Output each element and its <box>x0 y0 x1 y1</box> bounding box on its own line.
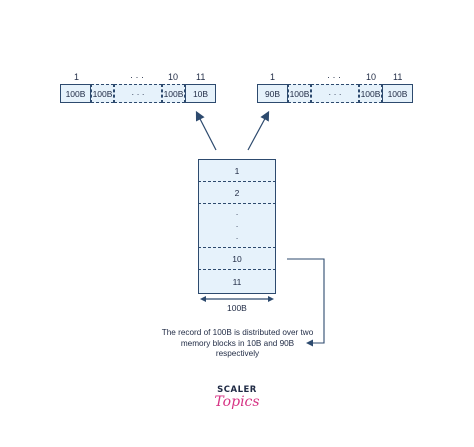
left-index-11: 11 <box>196 72 206 82</box>
right-index-11: 11 <box>393 72 403 82</box>
logo-text-scaler: SCALER <box>217 385 257 395</box>
right-index-1: 1 <box>270 72 276 82</box>
stack-row-10: 10 <box>198 248 276 270</box>
arrow-to-left-block <box>195 110 217 151</box>
left-index-1: 1 <box>74 72 80 82</box>
callout-line <box>287 258 325 344</box>
left-cell-10: 100B <box>162 84 185 103</box>
vertical-dot-2: · <box>235 220 239 231</box>
stack-row-11: 11 <box>198 270 276 294</box>
stack-row-1: 1 <box>198 159 276 182</box>
right-index-10: 10 <box>366 72 377 82</box>
right-cell-ellipsis: · · · <box>311 84 359 103</box>
arrow-to-right-block <box>247 110 270 151</box>
left-index-10: 10 <box>168 72 179 82</box>
width-arrow-left <box>200 296 206 302</box>
left-cell-2: 100B <box>91 84 114 103</box>
stack-row-ellipsis: · · · <box>198 204 276 248</box>
caption-text: The record of 100B is distributed over t… <box>161 328 314 358</box>
callout-arrowhead <box>306 339 313 347</box>
vertical-dot-1: · <box>235 208 239 219</box>
left-cell-11: 10B <box>185 84 216 103</box>
right-index-ellipsis: · · · <box>327 72 341 82</box>
left-cell-ellipsis: · · · <box>114 84 162 103</box>
left-index-ellipsis: · · · <box>130 72 144 82</box>
record-width-label: 100B <box>227 303 247 313</box>
right-cell-10: 100B <box>359 84 382 103</box>
logo-text-topics: Topics <box>214 394 260 410</box>
right-cell-11: 100B <box>382 84 413 103</box>
stack-row-2: 2 <box>198 182 276 204</box>
left-cell-1: 100B <box>60 84 91 103</box>
right-cell-1: 90B <box>257 84 288 103</box>
right-cell-2: 100B <box>288 84 311 103</box>
vertical-dot-3: · <box>235 232 239 243</box>
width-arrow-right <box>268 296 274 302</box>
